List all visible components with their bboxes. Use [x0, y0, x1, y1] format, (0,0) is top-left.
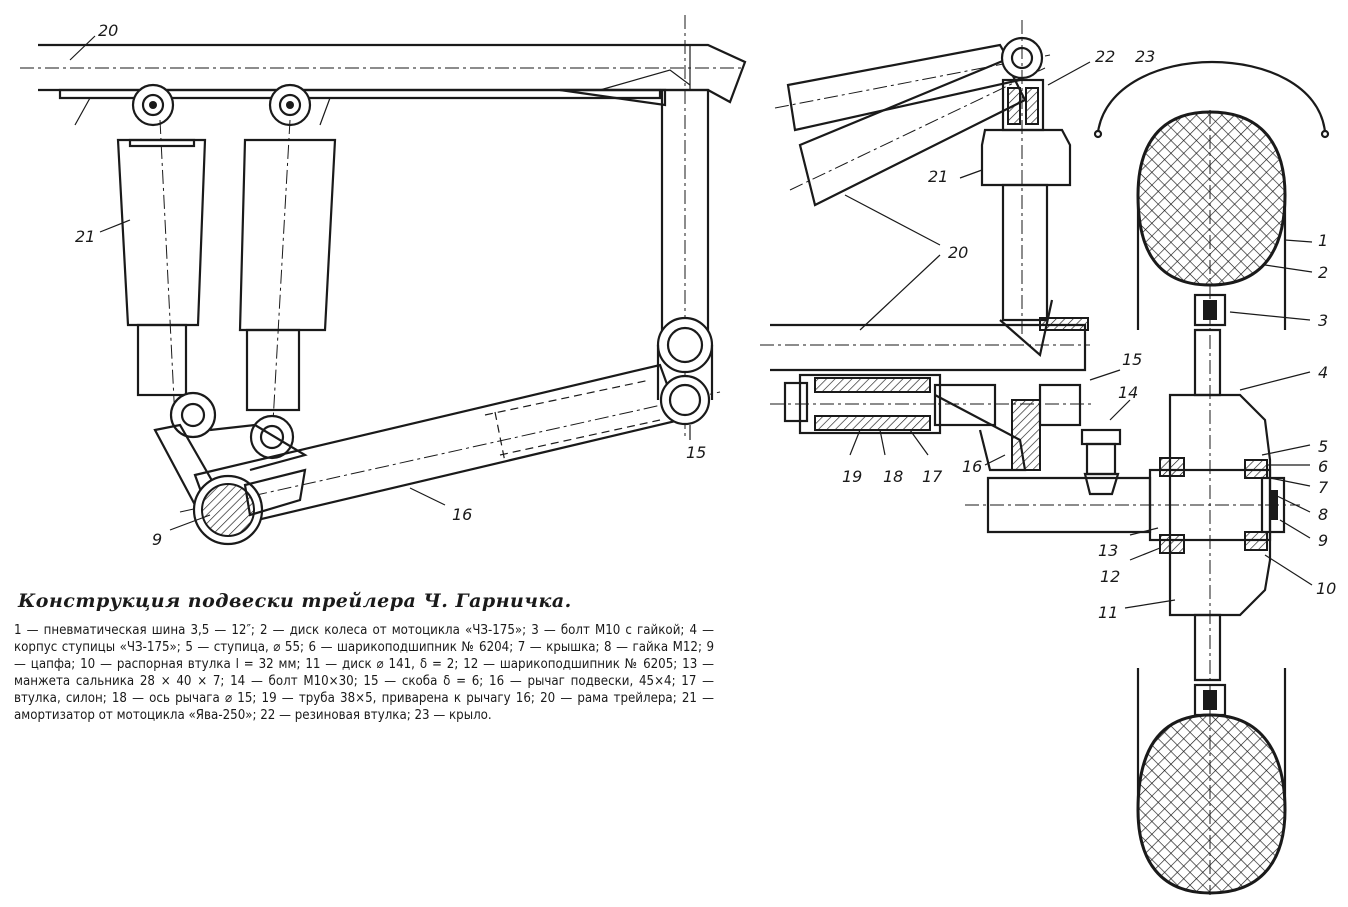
- label-16-right: 16: [962, 457, 982, 476]
- label-3: 3: [1318, 311, 1328, 330]
- fender: [1093, 60, 1330, 139]
- hub-assembly: [965, 393, 1300, 617]
- tire-bottom: [1136, 668, 1287, 895]
- frame-horizontal-section: [760, 299, 1090, 372]
- caption-legend: 1 — пневматическая шина 3,5 — 12″; 2 — д…: [14, 623, 714, 723]
- label-14: 14: [1118, 383, 1138, 402]
- shock-absorber-left: [116, 119, 207, 421]
- shock-bottom-eye-left: [169, 391, 217, 439]
- label-9-left: 9: [152, 530, 162, 549]
- section-view: [760, 20, 1330, 895]
- shock-top-eye-right: [268, 83, 312, 127]
- top-eye-bushing: [1000, 20, 1045, 340]
- caption-title: Конструкция подвески трейлера Ч. Гарничк…: [18, 590, 572, 612]
- label-21-right: 21: [928, 167, 948, 186]
- label-15-left: 15: [686, 443, 706, 462]
- label-1: 1: [1318, 231, 1328, 250]
- label-6: 6: [1318, 457, 1328, 476]
- label-19: 19: [842, 467, 862, 486]
- side-view: [20, 15, 747, 546]
- label-8: 8: [1318, 505, 1328, 524]
- shock-bottom-eye-right: [249, 414, 295, 460]
- label-21-left: 21: [75, 227, 95, 246]
- frame-tube: [20, 43, 747, 126]
- bolt-m10: [1080, 428, 1122, 496]
- figure-caption: Конструкция подвески трейлера Ч. Гарничк…: [14, 590, 714, 724]
- label-2: 2: [1318, 263, 1328, 282]
- label-4: 4: [1318, 363, 1328, 382]
- label-10: 10: [1316, 579, 1336, 598]
- label-9-right: 9: [1318, 531, 1328, 550]
- rear-pivot-lower: [656, 345, 714, 426]
- label-12: 12: [1100, 567, 1120, 586]
- label-22: 22: [1095, 47, 1115, 66]
- label-20-left: 20: [98, 21, 118, 40]
- label-5: 5: [1318, 437, 1328, 456]
- label-7: 7: [1318, 478, 1329, 497]
- shock-vertical: [980, 128, 1072, 322]
- axle-pivot: [192, 468, 307, 546]
- label-18: 18: [883, 467, 903, 486]
- label-23: 23: [1135, 47, 1155, 66]
- section-leaders: [844, 61, 1313, 609]
- lever-axle-assembly: [770, 373, 1095, 472]
- part-labels: 20 21 9 16 15 22 23 21 20 1 2 3 15 4 14 …: [75, 21, 1336, 622]
- label-20-right: 20: [948, 243, 968, 262]
- label-15-right: 15: [1122, 350, 1142, 369]
- shock-top-eye-left: [131, 83, 175, 127]
- tire-top: [1136, 110, 1287, 330]
- side-leaders: [69, 35, 691, 531]
- label-13: 13: [1098, 541, 1118, 560]
- shock-absorber-right: [238, 119, 337, 441]
- label-17: 17: [922, 467, 943, 486]
- label-11: 11: [1098, 603, 1118, 622]
- rear-pivot-upper: [656, 316, 714, 374]
- label-16: 16: [452, 505, 472, 524]
